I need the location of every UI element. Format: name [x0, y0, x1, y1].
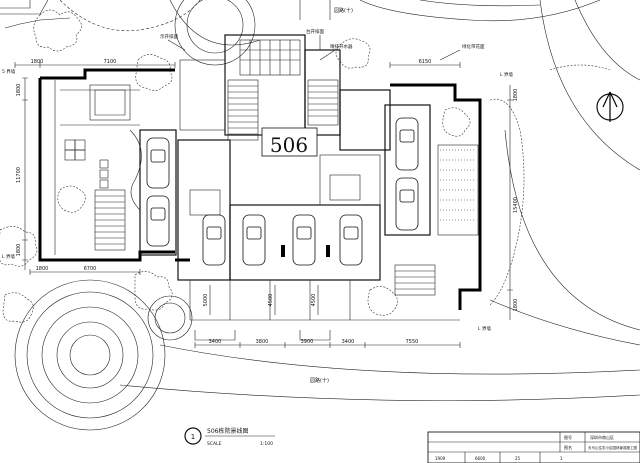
dim-top-left: 1800	[31, 59, 44, 65]
terrain-hatching	[0, 0, 201, 31]
title-row3-d: 1	[560, 456, 563, 461]
title-row2-b: 天马山住宅小区园林景观施工图	[588, 445, 637, 450]
road-label-bottom: 园路(十)	[310, 377, 329, 384]
stairs	[94, 79, 436, 296]
dim-bottom-left2: 1800	[36, 266, 49, 272]
road-network	[119, 0, 640, 401]
dim-bottom-left: 6700	[84, 266, 97, 272]
dim-left-v: 11700	[16, 167, 22, 183]
unit-label-box: 506	[261, 127, 318, 157]
mark-right-bottom: L 界墙	[478, 325, 491, 332]
dim-left-v3: 1800	[16, 244, 22, 257]
unit-number: 506	[270, 133, 308, 157]
dim-right-v: 15400	[513, 197, 519, 213]
dimension-lines	[14, 62, 513, 348]
label-line-right: 绿化带花面	[462, 43, 485, 50]
caption-number: 1	[191, 433, 195, 441]
label-line-c: 晴排开水器	[330, 43, 353, 50]
dim-v-c: 4500	[311, 294, 317, 307]
dim-v-a: 5000	[203, 294, 209, 307]
dim-b3: 3900	[301, 339, 314, 345]
annotation-labels: 示开排面 台开排面 晴排开水器 绿化带花面 5 界墙 L 界墙 L 界墙 L 界…	[2, 28, 513, 332]
paving-left	[54, 80, 142, 255]
title-row3-b: 6600	[475, 456, 486, 461]
drawing-caption: 1 506栋院景线图 SCALE 1:100	[184, 427, 275, 447]
road-label-top: 园路(十)	[334, 7, 353, 14]
title-row1-b: 深圳市南山区	[590, 434, 614, 440]
label-line-a: 示开排面	[160, 33, 178, 40]
pergola	[239, 39, 301, 76]
caption-scale-label: SCALE	[207, 441, 222, 447]
dim-b4: 3400	[342, 339, 355, 345]
dim-b5: 7550	[406, 339, 419, 345]
mark-right-top: L 界墙	[500, 71, 513, 78]
caption-scale-value: 1:100	[260, 441, 273, 447]
dim-v-b: 4500	[268, 294, 274, 307]
dim-top-right: 6150	[419, 59, 432, 65]
north-arrow-icon	[596, 91, 624, 122]
title-row3-a: 1909	[435, 456, 446, 461]
circular-plaza-top	[169, 0, 261, 66]
building-inner	[139, 34, 460, 341]
title-row1-a: 图号	[564, 434, 572, 440]
dim-b2: 3800	[256, 339, 269, 345]
mark-upper-left: 5 界墙	[2, 68, 16, 75]
dim-right-v3: 1800	[513, 299, 519, 312]
dim-top-mid: 7100	[104, 59, 117, 65]
dim-left-v2: 1800	[16, 84, 22, 97]
title-row2-a: 图名	[564, 444, 572, 450]
dim-b1: 3400	[209, 339, 222, 345]
circular-garden	[14, 279, 193, 431]
paving-right	[437, 144, 479, 236]
parking-cars	[146, 117, 419, 266]
label-line-b: 台开排面	[306, 28, 324, 35]
mark-lower-left: L 界墙	[2, 253, 15, 260]
title-row3-c: 25	[515, 456, 521, 461]
building-outline	[38, 68, 482, 310]
dim-right-v2: 1800	[513, 89, 519, 102]
dimension-texts: 1800 7100 6150 11700 1800 1800 6700 1800…	[16, 59, 519, 345]
title-block: 图号 深圳市南山区 图名 天马山住宅小区园林景观施工图 1909 6600 25…	[427, 431, 640, 463]
caption-title: 506栋院景线图	[207, 427, 248, 435]
